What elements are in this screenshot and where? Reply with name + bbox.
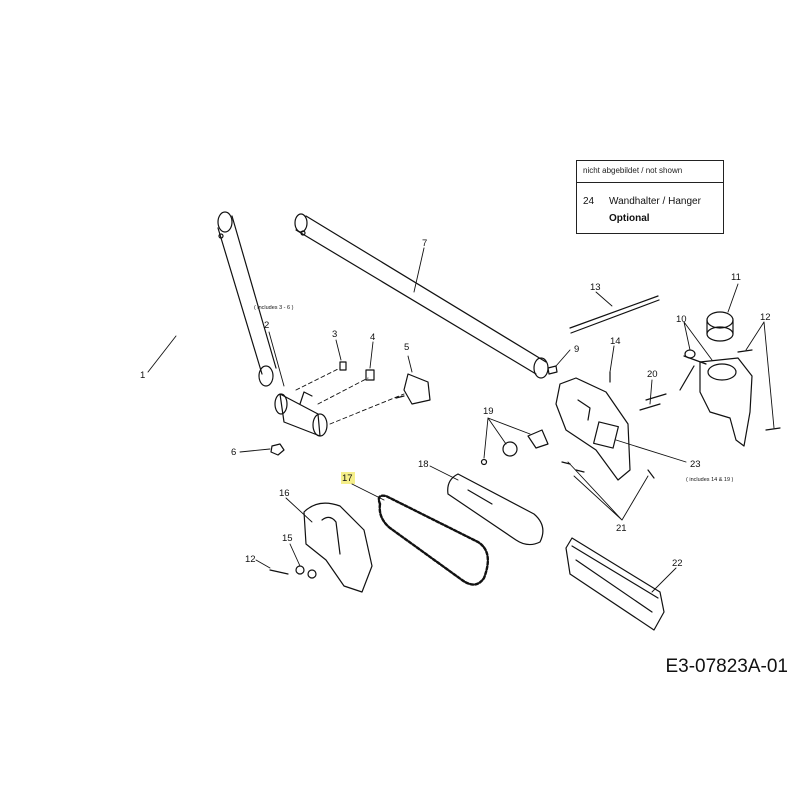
callout-1: 1 bbox=[140, 370, 145, 381]
callout-highlight bbox=[341, 472, 355, 484]
note-includes-3-6: ( includes 3 - 6 ) bbox=[254, 305, 294, 311]
note-labels: ( includes 3 - 6 ) ( includes 14 & 19 ) bbox=[254, 305, 734, 483]
leader-lines bbox=[147, 247, 775, 593]
callout-21: 21 bbox=[616, 523, 627, 534]
part-5-knob bbox=[395, 373, 431, 405]
part-20-bolts bbox=[639, 393, 667, 411]
callout-11: 11 bbox=[731, 272, 741, 283]
part-22-scabbard bbox=[565, 537, 665, 631]
part-6-nut bbox=[270, 443, 285, 456]
not-shown-legend: nicht abgebildet / not shown 24 Wandhalt… bbox=[576, 160, 724, 234]
part-12-screw-right bbox=[737, 349, 781, 431]
note-includes-14-19: ( includes 14 & 19 ) bbox=[686, 477, 734, 483]
assembly-lines bbox=[295, 367, 405, 425]
callout-12-left: 12 bbox=[245, 554, 256, 565]
part-16-cover bbox=[303, 502, 373, 593]
part-12-screw-left bbox=[269, 569, 289, 575]
part-10-oil-tank bbox=[679, 349, 753, 447]
legend-header: nicht abgebildet / not shown bbox=[577, 161, 723, 183]
part-19-sprocket bbox=[480, 429, 549, 466]
part-3-screw bbox=[339, 361, 347, 371]
callout-20: 20 bbox=[647, 369, 658, 380]
callout-23: 23 bbox=[690, 459, 701, 470]
part-23-housing bbox=[555, 377, 631, 481]
callout-18: 18 bbox=[418, 459, 429, 470]
callout-10: 10 bbox=[676, 314, 687, 325]
callout-22: 22 bbox=[672, 558, 683, 569]
part-15-nut bbox=[295, 565, 317, 579]
part-11-cap bbox=[706, 311, 734, 342]
callout-17: 17 bbox=[342, 473, 353, 484]
part-2-coupler bbox=[274, 391, 328, 437]
legend-item-name: Wandhalter / Hanger bbox=[609, 196, 701, 207]
callout-labels: 1 2 3 4 5 6 7 9 10 11 12 12 13 14 15 16 … bbox=[140, 238, 771, 569]
legend-item-note: Optional bbox=[609, 213, 650, 224]
callout-3: 3 bbox=[332, 329, 337, 340]
callout-7: 7 bbox=[422, 238, 427, 249]
callout-2: 2 bbox=[264, 320, 269, 331]
part-13-rod bbox=[569, 295, 660, 334]
callout-15: 15 bbox=[282, 533, 293, 544]
part-1-tube bbox=[217, 211, 277, 387]
part-18-bar bbox=[447, 473, 544, 546]
callout-16: 16 bbox=[279, 488, 290, 499]
part-9-screw bbox=[547, 365, 558, 375]
callout-19: 19 bbox=[483, 406, 494, 417]
part-7-tube bbox=[294, 213, 549, 379]
callout-5: 5 bbox=[404, 342, 409, 353]
callout-4: 4 bbox=[370, 332, 375, 343]
legend-item-number: 24 bbox=[583, 196, 595, 207]
callout-13: 13 bbox=[590, 282, 601, 293]
part-21-screws bbox=[561, 461, 655, 479]
callout-6: 6 bbox=[231, 447, 236, 458]
drawing-id: E3-07823A-01 bbox=[665, 656, 788, 677]
callout-12-right: 12 bbox=[760, 312, 771, 323]
part-4-screw bbox=[365, 369, 375, 381]
callout-9: 9 bbox=[574, 344, 579, 355]
callout-14: 14 bbox=[610, 336, 621, 347]
part-17-chain bbox=[377, 494, 490, 586]
